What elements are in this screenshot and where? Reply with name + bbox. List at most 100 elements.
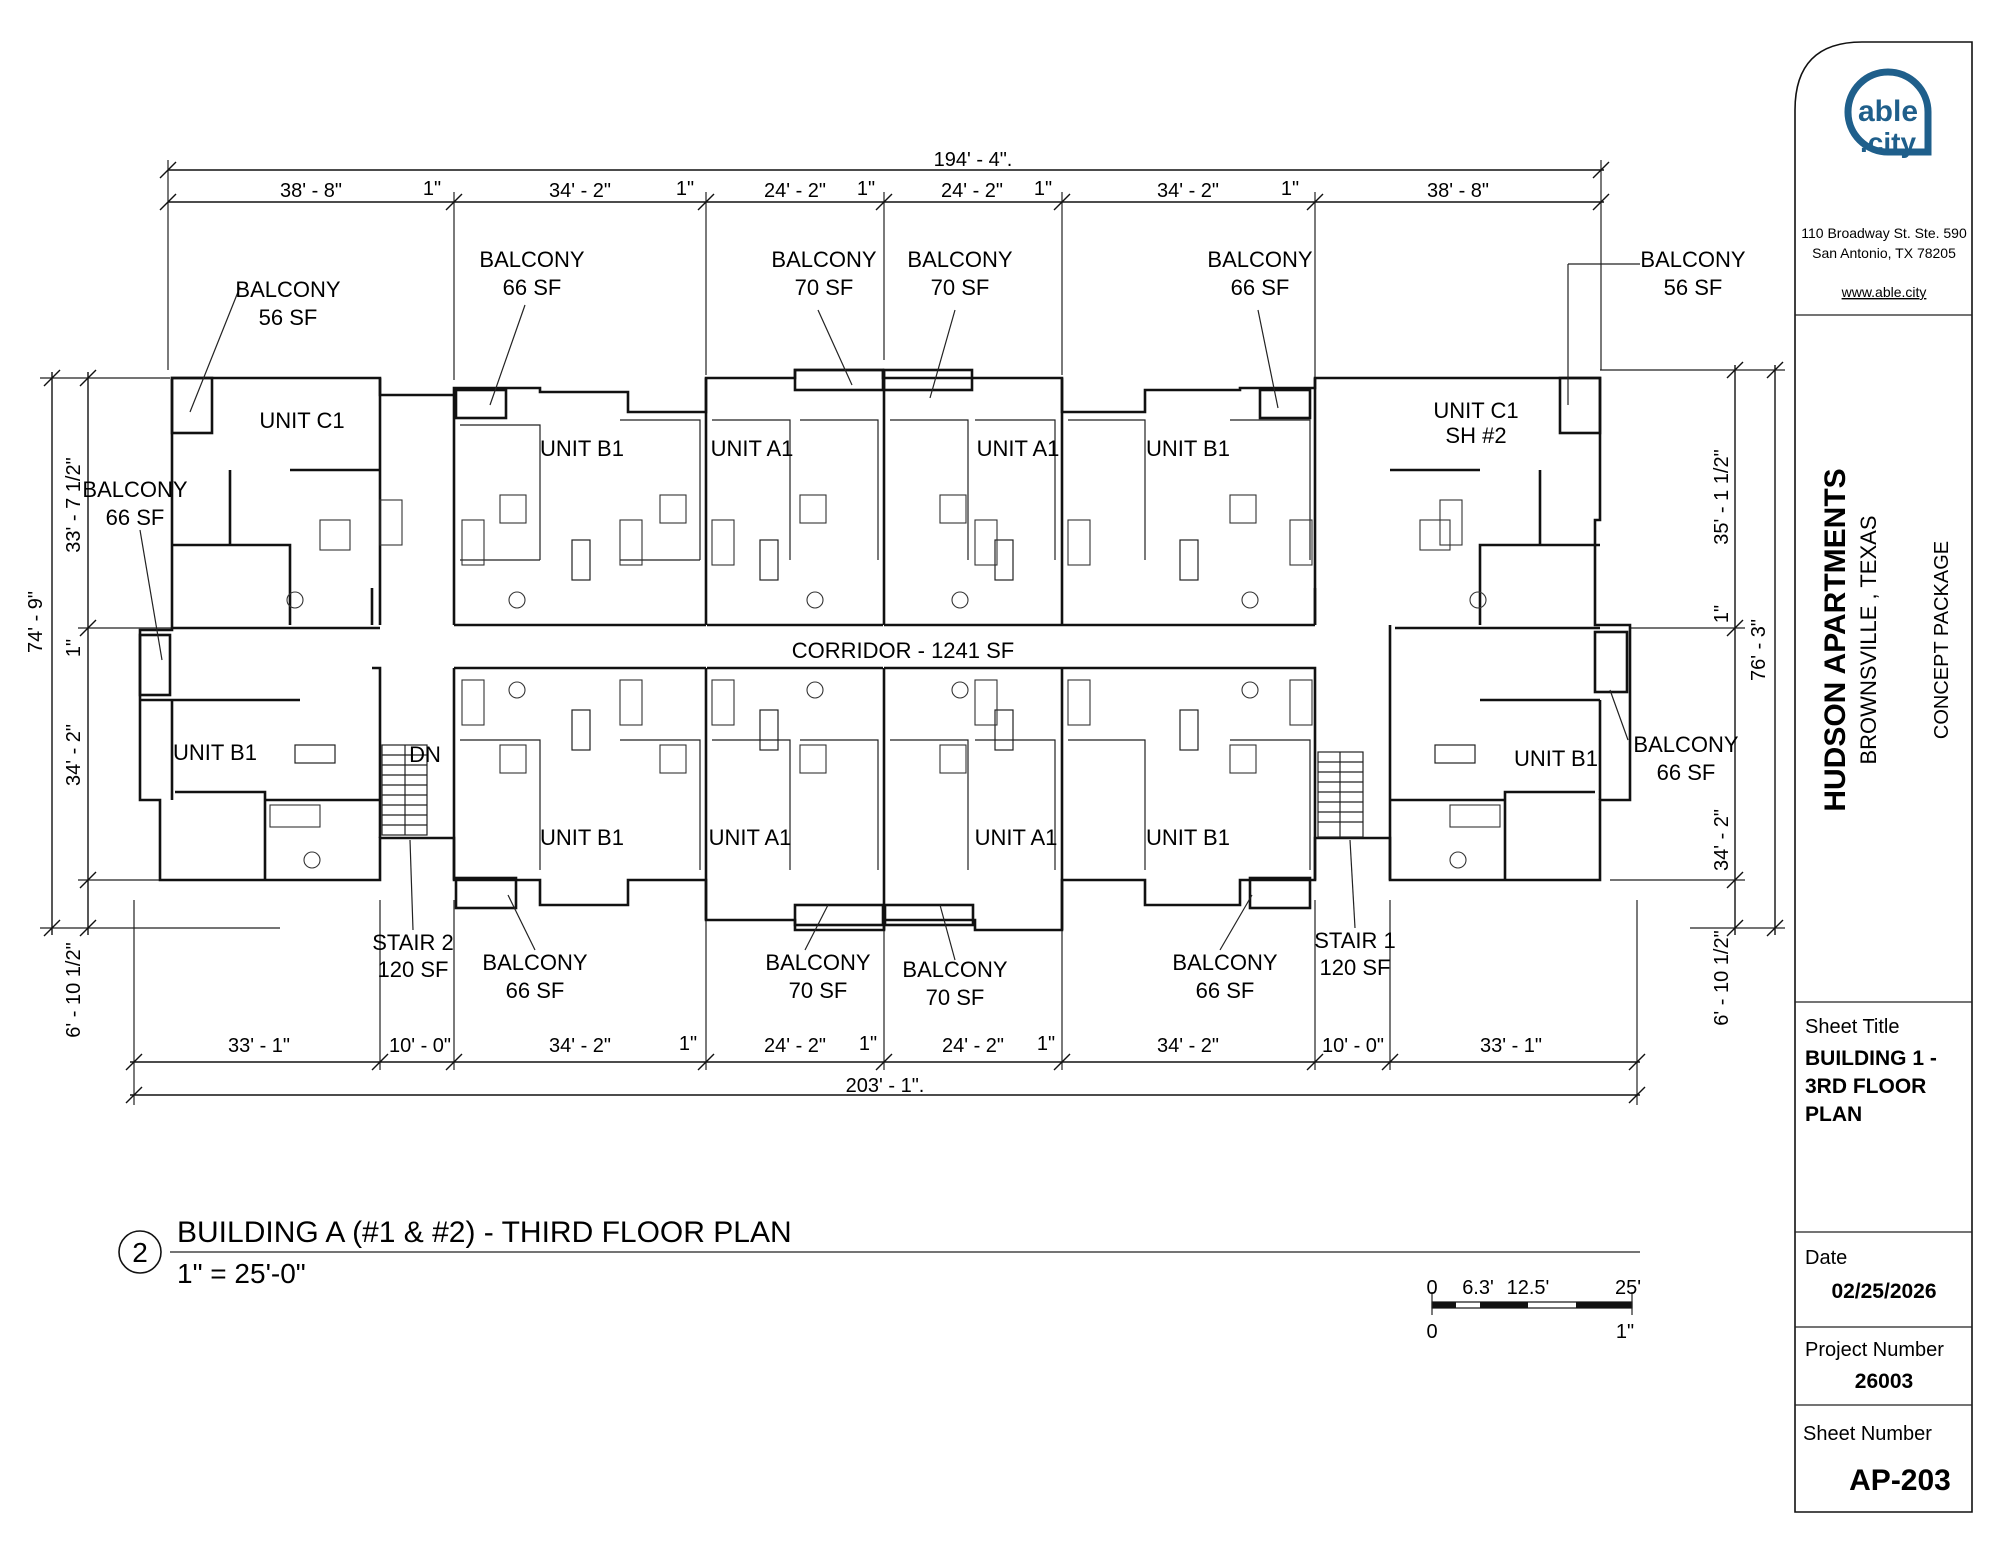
corridor-wall-north — [370, 588, 1317, 627]
able-city-logo: able .city — [1844, 68, 1932, 158]
scale-tick-0: 0 — [1426, 1277, 1437, 1299]
scale-bottom-tick-1: 1" — [1616, 1321, 1634, 1343]
bottom-dim-9: 34' - 2" — [1157, 1035, 1219, 1057]
balcony-5-area: 66 SF — [1231, 275, 1290, 300]
logo-text-able: able — [1858, 95, 1918, 128]
right-dim-1: 35' - 1 1/2" — [1711, 449, 1733, 544]
balcony-3-area: 70 SF — [795, 275, 854, 300]
balcony-6-area: 56 SF — [1664, 275, 1723, 300]
firm-address-line1: 110 Broadway St. Ste. 590 — [1801, 225, 1967, 241]
unit-label-a1-north-1: UNIT A1 — [711, 436, 794, 461]
stair-2-area: 120 SF — [378, 957, 449, 982]
balcony-12-area: 66 SF — [1196, 978, 1255, 1003]
balcony-6-name: BALCONY — [1640, 247, 1745, 272]
drawing-scale-text: 1" = 25'-0" — [177, 1258, 306, 1289]
balcony-10-area: 70 SF — [789, 978, 848, 1003]
bottom-dim-8: 1" — [1037, 1033, 1055, 1055]
unit-label-b1-west: UNIT B1 — [173, 740, 257, 765]
balcony-11-name: BALCONY — [902, 957, 1007, 982]
bottom-dim-1: 33' - 1" — [228, 1035, 290, 1057]
unit-label-b1-south-2: UNIT B1 — [1146, 825, 1230, 850]
balcony-2-name: BALCONY — [479, 247, 584, 272]
sheet-number-value: AP-203 — [1849, 1464, 1951, 1497]
sheet-title-line1: BUILDING 1 - — [1805, 1047, 1937, 1070]
unit-label-sh2: SH #2 — [1445, 423, 1506, 448]
stair-1-area: 120 SF — [1320, 955, 1391, 980]
balcony-2-area: 66 SF — [503, 275, 562, 300]
right-overall-dim: 76' - 3" — [1748, 619, 1770, 681]
top-dimensions: 194' - 4". 38' - 8" 1" 34' - 2" 1" 24' -… — [159, 149, 1610, 380]
left-dimensions: 74' - 9" 33' - 7 1/2" 1" 34' - 2" 6' - 1… — [25, 369, 280, 1038]
balcony-7-name: BALCONY — [82, 477, 187, 502]
bottom-dim-5: 24' - 2" — [764, 1035, 826, 1057]
balcony-5-name: BALCONY — [1207, 247, 1312, 272]
top-dim-1: 38' - 8" — [280, 180, 342, 202]
scale-tick-1: 6.3' — [1462, 1277, 1494, 1299]
top-dim-10: 1" — [1281, 178, 1299, 200]
drawing-number: 2 — [132, 1237, 148, 1268]
firm-website[interactable]: www.able.city — [1841, 284, 1927, 300]
right-dimensions: 76' - 3" 35' - 1 1/2" 1" 34' - 2" 6' - 1… — [1600, 361, 1785, 1026]
bottom-dim-4: 1" — [679, 1033, 697, 1055]
drawing-title: 2 BUILDING A (#1 & #2) - THIRD FLOOR PLA… — [118, 1216, 1640, 1289]
title-block: able .city 110 Broadway St. Ste. 590 San… — [1794, 41, 1973, 1513]
top-dim-5: 24' - 2" — [764, 180, 826, 202]
top-dim-2: 1" — [423, 178, 441, 200]
project-number-label: Project Number — [1805, 1339, 1944, 1361]
scale-tick-3: 25' — [1615, 1277, 1641, 1299]
project-package: CONCEPT PACKAGE — [1931, 541, 1953, 739]
right-dim-2: 1" — [1711, 605, 1733, 623]
balcony-8-name: BALCONY — [1633, 732, 1738, 757]
top-dim-3: 34' - 2" — [549, 180, 611, 202]
unit-label-b1-north-2: UNIT B1 — [1146, 436, 1230, 461]
balcony-12-name: BALCONY — [1172, 950, 1277, 975]
sheet-title-line3: PLAN — [1805, 1103, 1862, 1126]
logo-text-city: .city — [1860, 127, 1916, 158]
bottom-dimensions: 203' - 1". 33' - 1" 10' - 0" 34' - 2" 1"… — [125, 900, 1646, 1105]
left-dim-1: 33' - 7 1/2" — [63, 457, 85, 552]
balcony-4-name: BALCONY — [907, 247, 1012, 272]
unit-label-c1-east: UNIT C1 — [1433, 398, 1518, 423]
stair-1-name: STAIR 1 — [1314, 928, 1396, 953]
date-label: Date — [1805, 1247, 1847, 1269]
stair-1-treads — [1317, 751, 1364, 838]
drawing-number-bubble — [118, 1230, 162, 1274]
room-labels: UNIT C1 UNIT B1 UNIT A1 UNIT A1 UNIT B1 … — [82, 247, 1745, 1010]
balcony-1-name: BALCONY — [235, 277, 340, 302]
left-dim-2: 1" — [63, 639, 85, 657]
left-dim-4: 6' - 10 1/2" — [63, 942, 85, 1037]
bottom-dim-10: 10' - 0" — [1322, 1035, 1384, 1057]
right-dim-3: 34' - 2" — [1711, 809, 1733, 871]
top-dim-6: 1" — [857, 178, 875, 200]
left-overall-dim: 74' - 9" — [25, 591, 47, 653]
project-name: HUDSON APARTMENTS — [1819, 468, 1852, 811]
right-dim-4: 6' - 10 1/2" — [1711, 930, 1733, 1025]
balcony-9-area: 66 SF — [506, 978, 565, 1003]
balcony-outlines — [138, 368, 1629, 927]
left-dim-3: 34' - 2" — [63, 724, 85, 786]
sheet-title-label: Sheet Title — [1805, 1016, 1900, 1038]
top-overall-dim: 194' - 4". — [934, 149, 1013, 171]
floor-plan — [138, 263, 1640, 961]
stair-2-name: STAIR 2 — [372, 930, 454, 955]
balcony-7-area: 66 SF — [106, 505, 165, 530]
balcony-8-area: 66 SF — [1657, 760, 1716, 785]
top-dim-7: 24' - 2" — [941, 180, 1003, 202]
balcony-leaders — [139, 263, 1640, 961]
sheet-title-line2: 3RD FLOOR — [1805, 1075, 1926, 1098]
unit-label-a1-south-2: UNIT A1 — [975, 825, 1058, 850]
dn-label: DN — [409, 742, 441, 767]
bottom-dim-6: 1" — [859, 1033, 877, 1055]
project-location: BROWNSVILLE , TEXAS — [1856, 515, 1881, 764]
unit-label-b1-east: UNIT B1 — [1514, 746, 1598, 771]
scale-tick-2: 12.5' — [1507, 1277, 1550, 1299]
date-value: 02/25/2026 — [1831, 1280, 1936, 1303]
bottom-overall-dim: 203' - 1". — [846, 1075, 925, 1097]
sheet-number-label: Sheet Number — [1803, 1423, 1932, 1445]
top-dim-11: 38' - 8" — [1427, 180, 1489, 202]
unit-label-b1-north-1: UNIT B1 — [540, 436, 624, 461]
scale-bottom-tick-0: 0 — [1426, 1321, 1437, 1343]
project-number-value: 26003 — [1855, 1370, 1913, 1393]
balcony-4-area: 70 SF — [931, 275, 990, 300]
